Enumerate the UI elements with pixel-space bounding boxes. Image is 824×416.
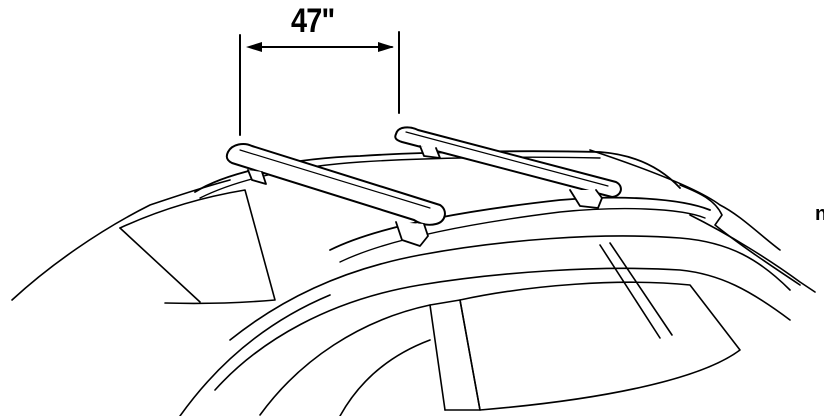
- rear-crossbar-highlight: [405, 131, 609, 187]
- front-left-foot: [247, 169, 267, 185]
- roof-rear-edge: [589, 149, 781, 251]
- windshield-top: [119, 227, 201, 303]
- rear-right-foot: [569, 189, 603, 209]
- window-rear: [459, 281, 741, 411]
- dimension-arrowhead-left: [246, 42, 262, 52]
- front-right-foot: [395, 221, 429, 247]
- door-frame-outer: [229, 235, 791, 341]
- roof-front-edge: [119, 189, 276, 305]
- c-pillar: [599, 242, 673, 339]
- front-crossbar: [225, 143, 446, 226]
- b-pillar: [429, 299, 481, 411]
- crossbar-spacing-label: 47": [291, 2, 335, 40]
- right-roof-rail: [329, 196, 711, 251]
- rear-spoiler: [679, 184, 801, 286]
- roof-outline: [11, 179, 231, 301]
- rear-left-foot: [419, 145, 441, 159]
- a-pillar: [179, 294, 331, 416]
- cropped-side-text: n: [815, 203, 824, 225]
- left-roof-rail-inner: [199, 156, 601, 199]
- front-crossbar-highlight: [239, 149, 431, 209]
- dimension-arrowhead-right: [378, 42, 394, 52]
- window-front: [259, 304, 446, 416]
- roof-rear-edge-lower: [689, 214, 816, 293]
- door-frame-inner: [214, 267, 791, 391]
- right-roof-rail-inner: [339, 207, 706, 263]
- door-edge: [339, 339, 431, 416]
